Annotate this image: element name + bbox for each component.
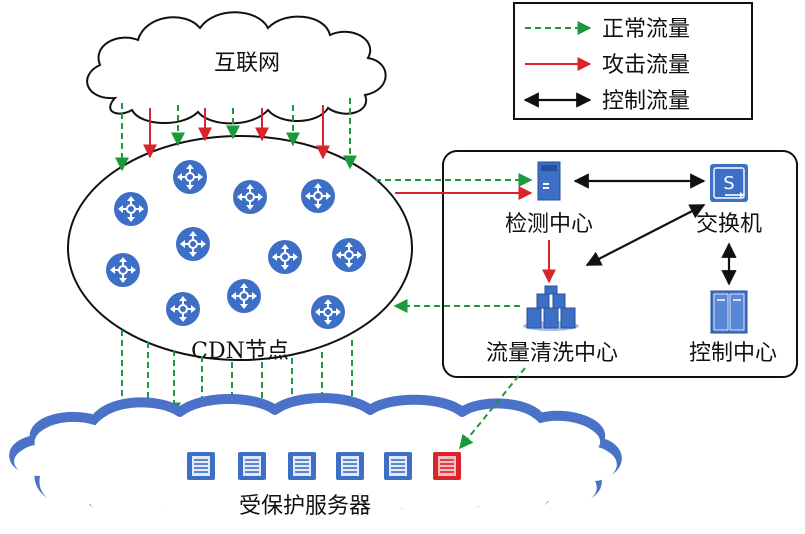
switch-icon: S bbox=[710, 164, 748, 202]
detection-center-label: 检测中心 bbox=[505, 212, 593, 237]
server-icon bbox=[383, 451, 413, 481]
legend-control-label: 控制流量 bbox=[602, 89, 690, 114]
cdn-node-label: CDN节点 bbox=[191, 339, 289, 364]
server-icon bbox=[237, 451, 267, 481]
router-icon bbox=[172, 159, 208, 195]
switch-label: 交换机 bbox=[696, 212, 762, 237]
router-icon bbox=[267, 239, 303, 275]
internet-label: 互联网 bbox=[214, 51, 280, 76]
detection-server-icon bbox=[537, 161, 561, 201]
control-center-label: 控制中心 bbox=[689, 341, 777, 366]
server-icon bbox=[287, 451, 317, 481]
protected-servers bbox=[186, 451, 461, 481]
internet-to-cdn-arrows bbox=[115, 98, 357, 172]
internet-cloud bbox=[86, 11, 387, 125]
router-icon bbox=[232, 179, 268, 215]
legend-normal-label: 正常流量 bbox=[602, 17, 690, 42]
cleaning-center-label: 流量清洗中心 bbox=[486, 341, 618, 366]
cleaned-flow-to-server bbox=[459, 367, 526, 450]
router-icon bbox=[165, 291, 201, 327]
router-icon bbox=[226, 278, 262, 314]
control-server-icon bbox=[710, 290, 748, 334]
control-flow-switch-cleaning bbox=[585, 204, 706, 266]
cleaning-center-icon bbox=[523, 285, 579, 331]
router-icon bbox=[310, 294, 346, 330]
compromised-server-icon bbox=[433, 452, 461, 480]
router-icon bbox=[175, 226, 211, 262]
server-icon bbox=[186, 451, 216, 481]
protected-servers-label: 受保护服务器 bbox=[239, 494, 371, 519]
router-icon bbox=[331, 237, 367, 273]
router-icon bbox=[300, 178, 336, 214]
legend-attack-label: 攻击流量 bbox=[602, 53, 690, 78]
switch-glyph: S bbox=[723, 173, 734, 194]
router-icon bbox=[105, 252, 141, 288]
server-icon bbox=[335, 451, 365, 481]
router-icon bbox=[113, 191, 149, 227]
